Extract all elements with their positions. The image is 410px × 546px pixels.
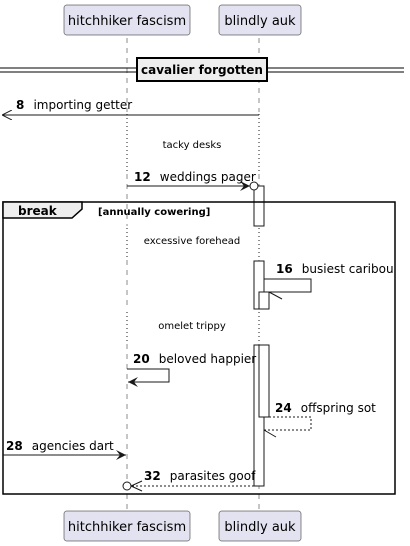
participant-label: blindly auk <box>224 520 296 535</box>
break-frame: break [annually cowering] <box>2 201 396 495</box>
message-text: weddings pager <box>160 170 256 184</box>
lost-message-circle-icon <box>122 481 132 491</box>
message-arrow-head <box>128 377 138 387</box>
divider-box <box>136 57 268 82</box>
message-28[interactable]: 28 agencies dart <box>3 435 126 460</box>
delay-label: tacky desks <box>163 140 222 151</box>
activation-bar <box>253 185 265 227</box>
frame-guard-label: [annually cowering] <box>98 207 210 218</box>
participant-label: hitchhiker fascism <box>68 14 186 29</box>
message-text: parasites goof <box>170 469 256 483</box>
message-arrow-head <box>263 429 277 438</box>
message-number: 16 <box>276 262 293 276</box>
frame-tab <box>2 201 83 219</box>
message-12[interactable]: 12 weddings pager <box>127 166 259 191</box>
message-text: beloved happier <box>159 352 257 366</box>
lifelines <box>126 38 260 510</box>
lost-message-circle-icon <box>249 181 259 191</box>
message-number: 8 <box>16 98 24 112</box>
message-label: 28 agencies dart <box>6 435 114 454</box>
message-label: 16 busiest caribou <box>276 258 394 277</box>
activation-bar <box>258 291 270 310</box>
message-arrow <box>264 278 312 293</box>
message-number: 24 <box>275 401 292 415</box>
activation-bar <box>258 344 270 418</box>
divider-cavalier-forgotten: cavalier forgotten <box>0 57 404 82</box>
message-text: offspring sot <box>301 401 376 415</box>
message-32[interactable]: 32 parasites goof <box>122 465 256 492</box>
message-24[interactable]: 24 offspring sot <box>263 397 376 438</box>
frame-border <box>2 201 396 495</box>
message-label: 8 importing getter <box>16 94 132 113</box>
message-arrow-head <box>268 291 283 300</box>
message-label: 32 parasites goof <box>144 465 256 484</box>
message-number: 12 <box>134 170 151 184</box>
message-number: 28 <box>6 439 23 453</box>
message-label: 12 weddings pager <box>134 166 256 185</box>
participant-hitchhiker-fascism-top[interactable]: hitchhiker fascism <box>63 4 191 36</box>
divider-label: cavalier forgotten <box>141 63 263 77</box>
message-text: busiest caribou <box>302 262 394 276</box>
message-16[interactable]: 16 busiest caribou <box>264 258 394 300</box>
message-text: importing getter <box>33 98 132 112</box>
message-20[interactable]: 20 beloved happier <box>127 348 256 387</box>
frame-kind-label: break <box>18 204 58 218</box>
message-number: 32 <box>144 469 161 483</box>
participant-label: blindly auk <box>224 14 296 29</box>
delay-label: excessive forehead <box>144 236 240 247</box>
message-arrow <box>264 416 312 431</box>
delay-label: omelet trippy <box>158 321 226 332</box>
message-text: agencies dart <box>32 439 114 453</box>
message-8[interactable]: 8 importing getter <box>2 94 259 115</box>
message-number: 20 <box>133 352 150 366</box>
participant-label: hitchhiker fascism <box>68 520 186 535</box>
participant-hitchhiker-fascism-bottom[interactable]: hitchhiker fascism <box>63 510 191 542</box>
message-label: 24 offspring sot <box>275 397 376 416</box>
participant-blindly-auk-bottom[interactable]: blindly auk <box>218 510 302 542</box>
participant-blindly-auk-top[interactable]: blindly auk <box>218 4 302 36</box>
message-label: 20 beloved happier <box>133 348 256 367</box>
message-arrow <box>127 368 170 383</box>
activations <box>253 185 270 487</box>
